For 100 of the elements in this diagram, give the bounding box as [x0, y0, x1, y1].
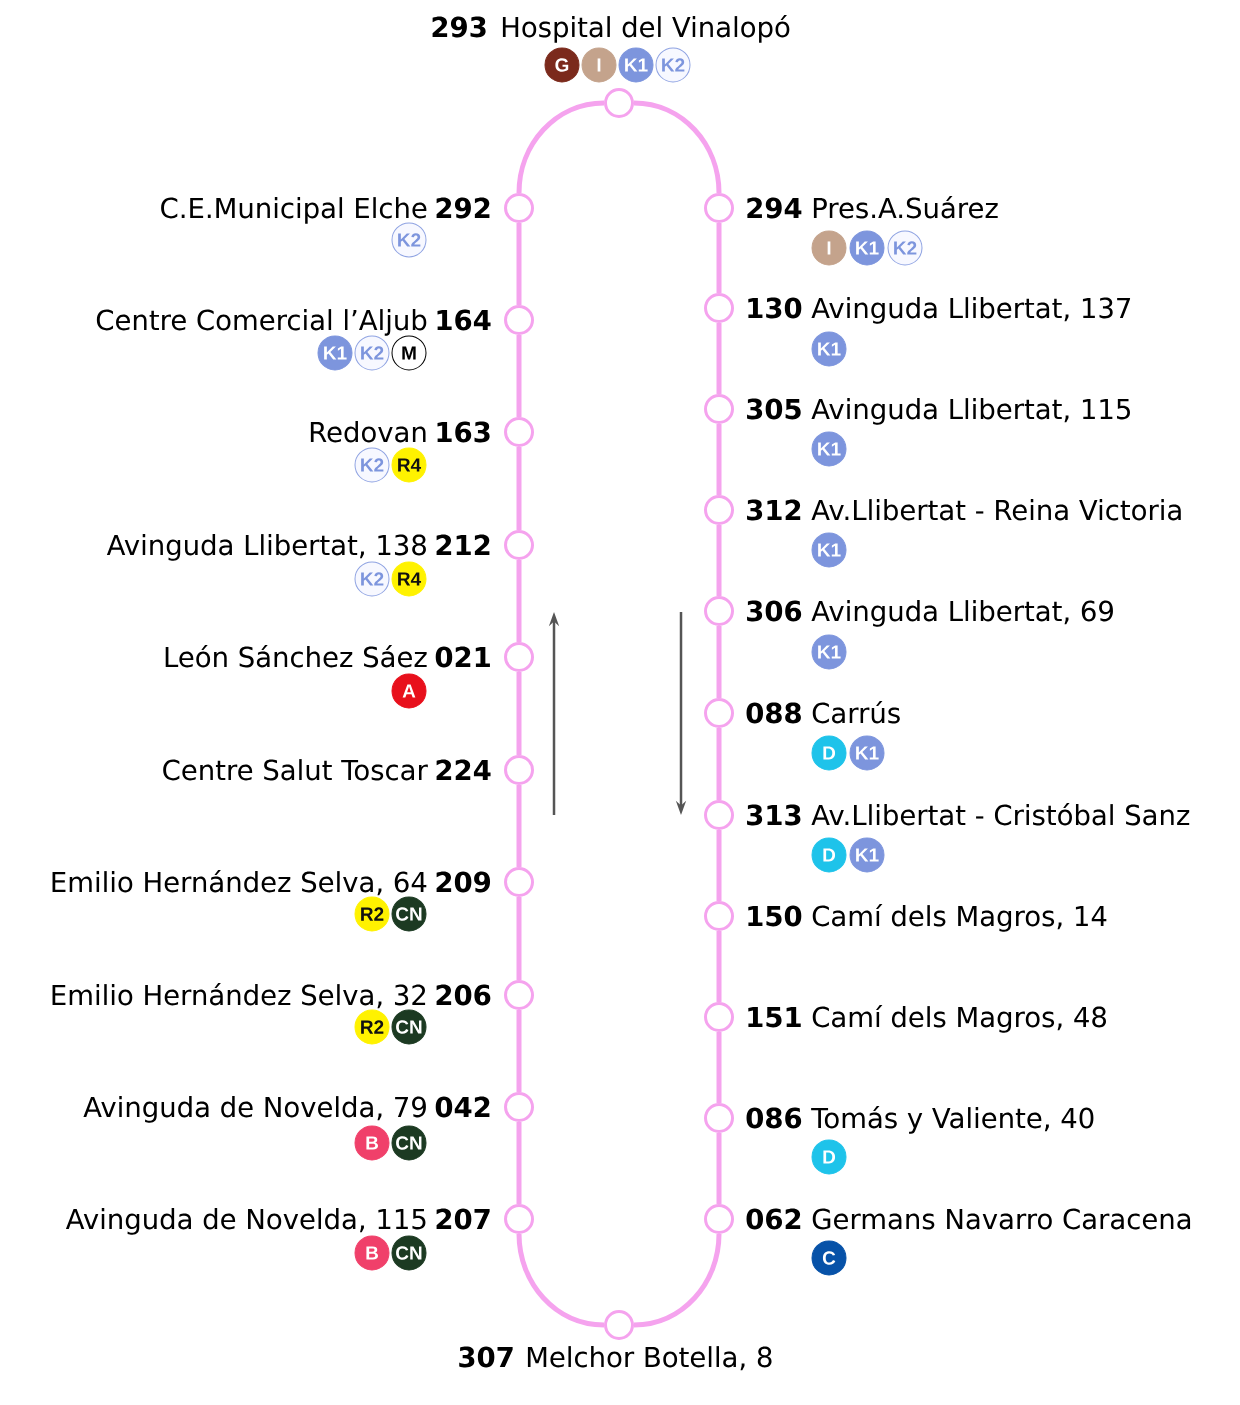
stop-number: 224 — [436, 759, 491, 780]
line-badge: C — [811, 1240, 847, 1276]
line-badge: D — [811, 735, 847, 771]
route-line — [716, 1032, 722, 1103]
stop-name: Avinguda Llibertat, 69 — [811, 600, 1113, 627]
stop-number: 206 — [436, 984, 491, 1006]
stop-number: 209 — [436, 871, 491, 893]
stop-number: 021 — [435, 646, 490, 668]
stop-name: Melchor Botella, 8 — [527, 1346, 772, 1371]
route-line — [716, 223, 722, 293]
line-badge: D — [811, 837, 847, 873]
stop-number: 207 — [436, 1208, 490, 1230]
stop-name: Carrús — [812, 701, 900, 724]
line-badge: K1 — [618, 47, 654, 83]
stop-name: Pres.A.Suárez — [813, 196, 998, 219]
stop-number: 294 — [747, 197, 802, 219]
line-badge: K1 — [811, 634, 847, 670]
route-line — [716, 1133, 722, 1204]
line-badge: K2 — [354, 447, 390, 483]
line-badge: R4 — [391, 561, 427, 597]
stop-name: Av.Llibertat - Reina Victoria — [811, 499, 1181, 521]
stop-name: Redovan — [310, 421, 426, 443]
stop-name: Camí dels Magros, 48 — [812, 1005, 1106, 1033]
line-badge: CN — [391, 1125, 427, 1161]
stop-number: 164 — [437, 309, 491, 331]
stop-number: 306 — [747, 600, 802, 622]
route-line — [516, 447, 522, 530]
stop-number: 293 — [432, 16, 486, 38]
route-line — [716, 626, 722, 698]
line-badge: K2 — [391, 222, 427, 258]
route-line — [516, 1233, 605, 1328]
line-badge: R4 — [391, 447, 427, 483]
stop-number: 163 — [437, 421, 490, 443]
route-line — [516, 100, 605, 194]
line-badge: K2 — [655, 47, 691, 83]
stop-name: Hospital del Vinalopó — [502, 15, 790, 43]
line-badge: D — [811, 1139, 847, 1175]
line-badge: R2 — [354, 1009, 390, 1045]
line-badge: CN — [391, 1009, 427, 1045]
line-badge: K1 — [849, 837, 885, 873]
route-line — [516, 1122, 522, 1204]
route-line — [716, 728, 722, 800]
stop-name: Tomás y Valiente, 40 — [811, 1106, 1094, 1134]
stop-number: 307 — [459, 1346, 513, 1368]
stop-number: 212 — [436, 534, 490, 555]
route-line — [516, 223, 522, 305]
stop-name: Centre Comercial l’Aljub — [96, 309, 427, 336]
stop-number: 062 — [746, 1208, 801, 1230]
line-badge: K1 — [849, 735, 885, 771]
route-line — [716, 830, 722, 901]
line-badge: K2 — [354, 561, 390, 597]
stop-number: 130 — [748, 297, 802, 319]
stop-name: Germans Navarro Caracena — [812, 1208, 1191, 1230]
route-line — [716, 323, 722, 394]
route-line — [633, 1233, 722, 1328]
stop-number: 150 — [748, 905, 802, 927]
line-badge: B — [354, 1235, 390, 1271]
stop-name: Avinguda de Novelda, 115 — [65, 1208, 426, 1235]
route-line — [516, 560, 522, 642]
stop-number: 151 — [748, 1006, 801, 1028]
line-badge: K2 — [354, 335, 390, 371]
line-badge: K1 — [811, 331, 847, 367]
stop-name: Emilio Hernández Selva, 64 — [52, 870, 427, 896]
line-badge: R2 — [354, 896, 390, 932]
stop-number: 088 — [746, 702, 801, 724]
line-badge: M — [391, 335, 427, 371]
stop-number: 042 — [435, 1096, 490, 1118]
line-badge: K2 — [887, 230, 923, 266]
route-line — [516, 1010, 522, 1092]
route-line — [516, 897, 522, 980]
route-line — [516, 672, 522, 755]
stop-name: Avinguda de Novelda, 79 — [83, 1096, 426, 1123]
stop-number: 313 — [747, 804, 801, 826]
stop-number: 086 — [746, 1107, 802, 1129]
route-line — [716, 931, 722, 1002]
line-badge: I — [581, 47, 617, 83]
route-line — [516, 335, 522, 417]
stop-name: Av.Llibertat - Cristóbal Sanz — [811, 803, 1190, 826]
stop-name: Avinguda Llibertat, 115 — [811, 398, 1130, 425]
line-badge: B — [354, 1125, 390, 1161]
stop-name: León Sánchez Sáez — [165, 645, 427, 668]
line-badge: K1 — [811, 431, 847, 467]
stop-name: Camí dels Magros, 14 — [812, 904, 1107, 932]
line-badge: G — [544, 47, 580, 83]
route-line — [516, 785, 522, 867]
line-badge: K1 — [849, 230, 885, 266]
line-badge: A — [391, 673, 427, 709]
stop-number: 312 — [747, 499, 801, 521]
stop-name: Centre Salut Toscar — [163, 759, 428, 781]
line-badge: K1 — [811, 532, 847, 568]
stop-number: 292 — [436, 197, 490, 219]
stop-name: C.E.Municipal Elche — [161, 197, 427, 224]
stop-name: Avinguda Llibertat, 138 — [106, 534, 426, 561]
line-badge: CN — [391, 896, 427, 932]
route-line — [633, 100, 722, 194]
route-line — [716, 424, 722, 495]
stop-name: Emilio Hernández Selva, 32 — [52, 983, 426, 1009]
line-badge: K1 — [317, 335, 353, 371]
stop-number: 305 — [747, 398, 801, 420]
line-badge: CN — [391, 1235, 427, 1271]
